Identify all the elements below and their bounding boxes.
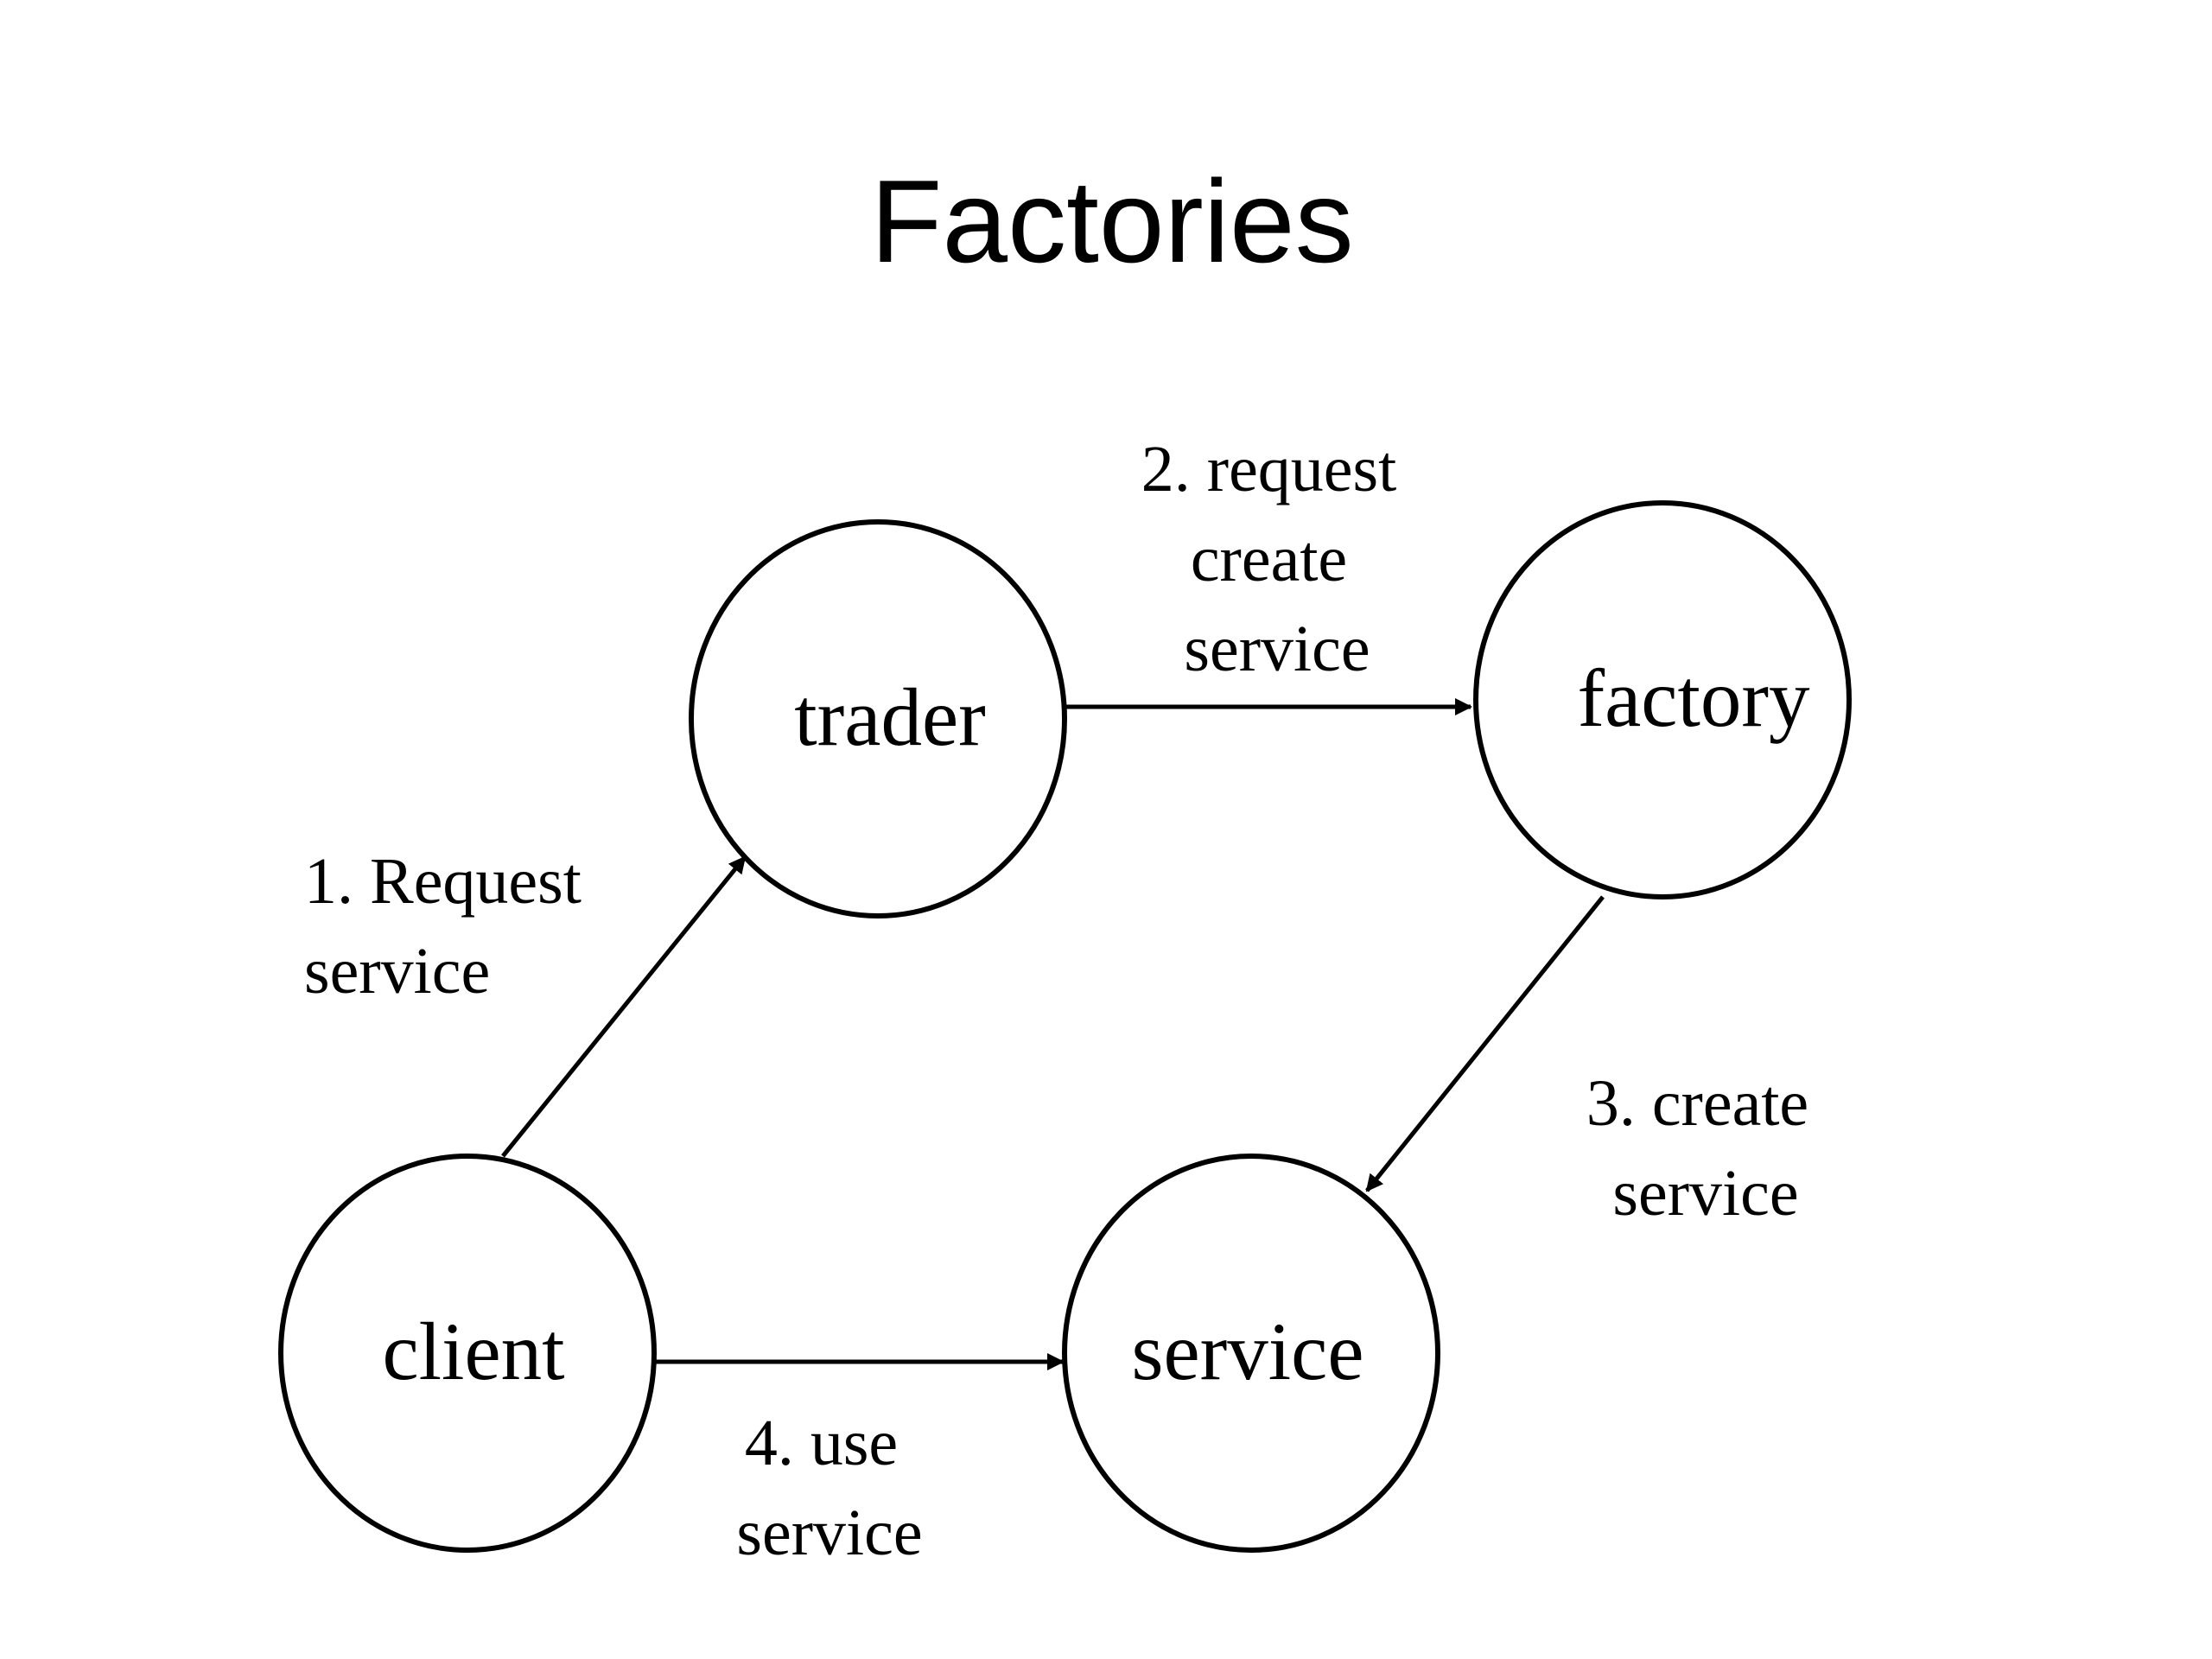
- node-service-label: service: [1132, 1306, 1364, 1397]
- node-client-label: client: [382, 1306, 564, 1397]
- edge-factory-to-service: 3. create service: [1365, 895, 1825, 1230]
- edge-label-use-service: 4. use service: [736, 1407, 922, 1569]
- node-factory-circle: [1473, 500, 1852, 899]
- edge-label-request-service: 1. Request service: [304, 845, 598, 1007]
- node-trader-circle: [689, 519, 1067, 918]
- arrow-client-trader: [501, 855, 747, 1158]
- node-client: client: [278, 1154, 657, 1553]
- node-factory-label: factory: [1578, 652, 1810, 744]
- edge-label-request-create-service: 2. request create service: [1141, 433, 1413, 685]
- edge-client-to-service: 4. use service: [654, 1353, 1065, 1569]
- node-trader-label: trader: [794, 671, 986, 763]
- edge-client-to-trader: 1. Request service: [304, 845, 747, 1158]
- node-client-circle: [278, 1154, 657, 1553]
- node-trader: trader: [689, 519, 1067, 918]
- edge-trader-to-factory: 2. request create service: [1065, 433, 1472, 715]
- arrow-factory-service: [1365, 895, 1605, 1192]
- slide-title: Factories: [870, 156, 1354, 287]
- edge-label-create-service: 3. create service: [1586, 1067, 1825, 1230]
- node-factory: factory: [1473, 500, 1852, 899]
- node-service: service: [1062, 1154, 1440, 1553]
- node-service-circle: [1062, 1154, 1440, 1553]
